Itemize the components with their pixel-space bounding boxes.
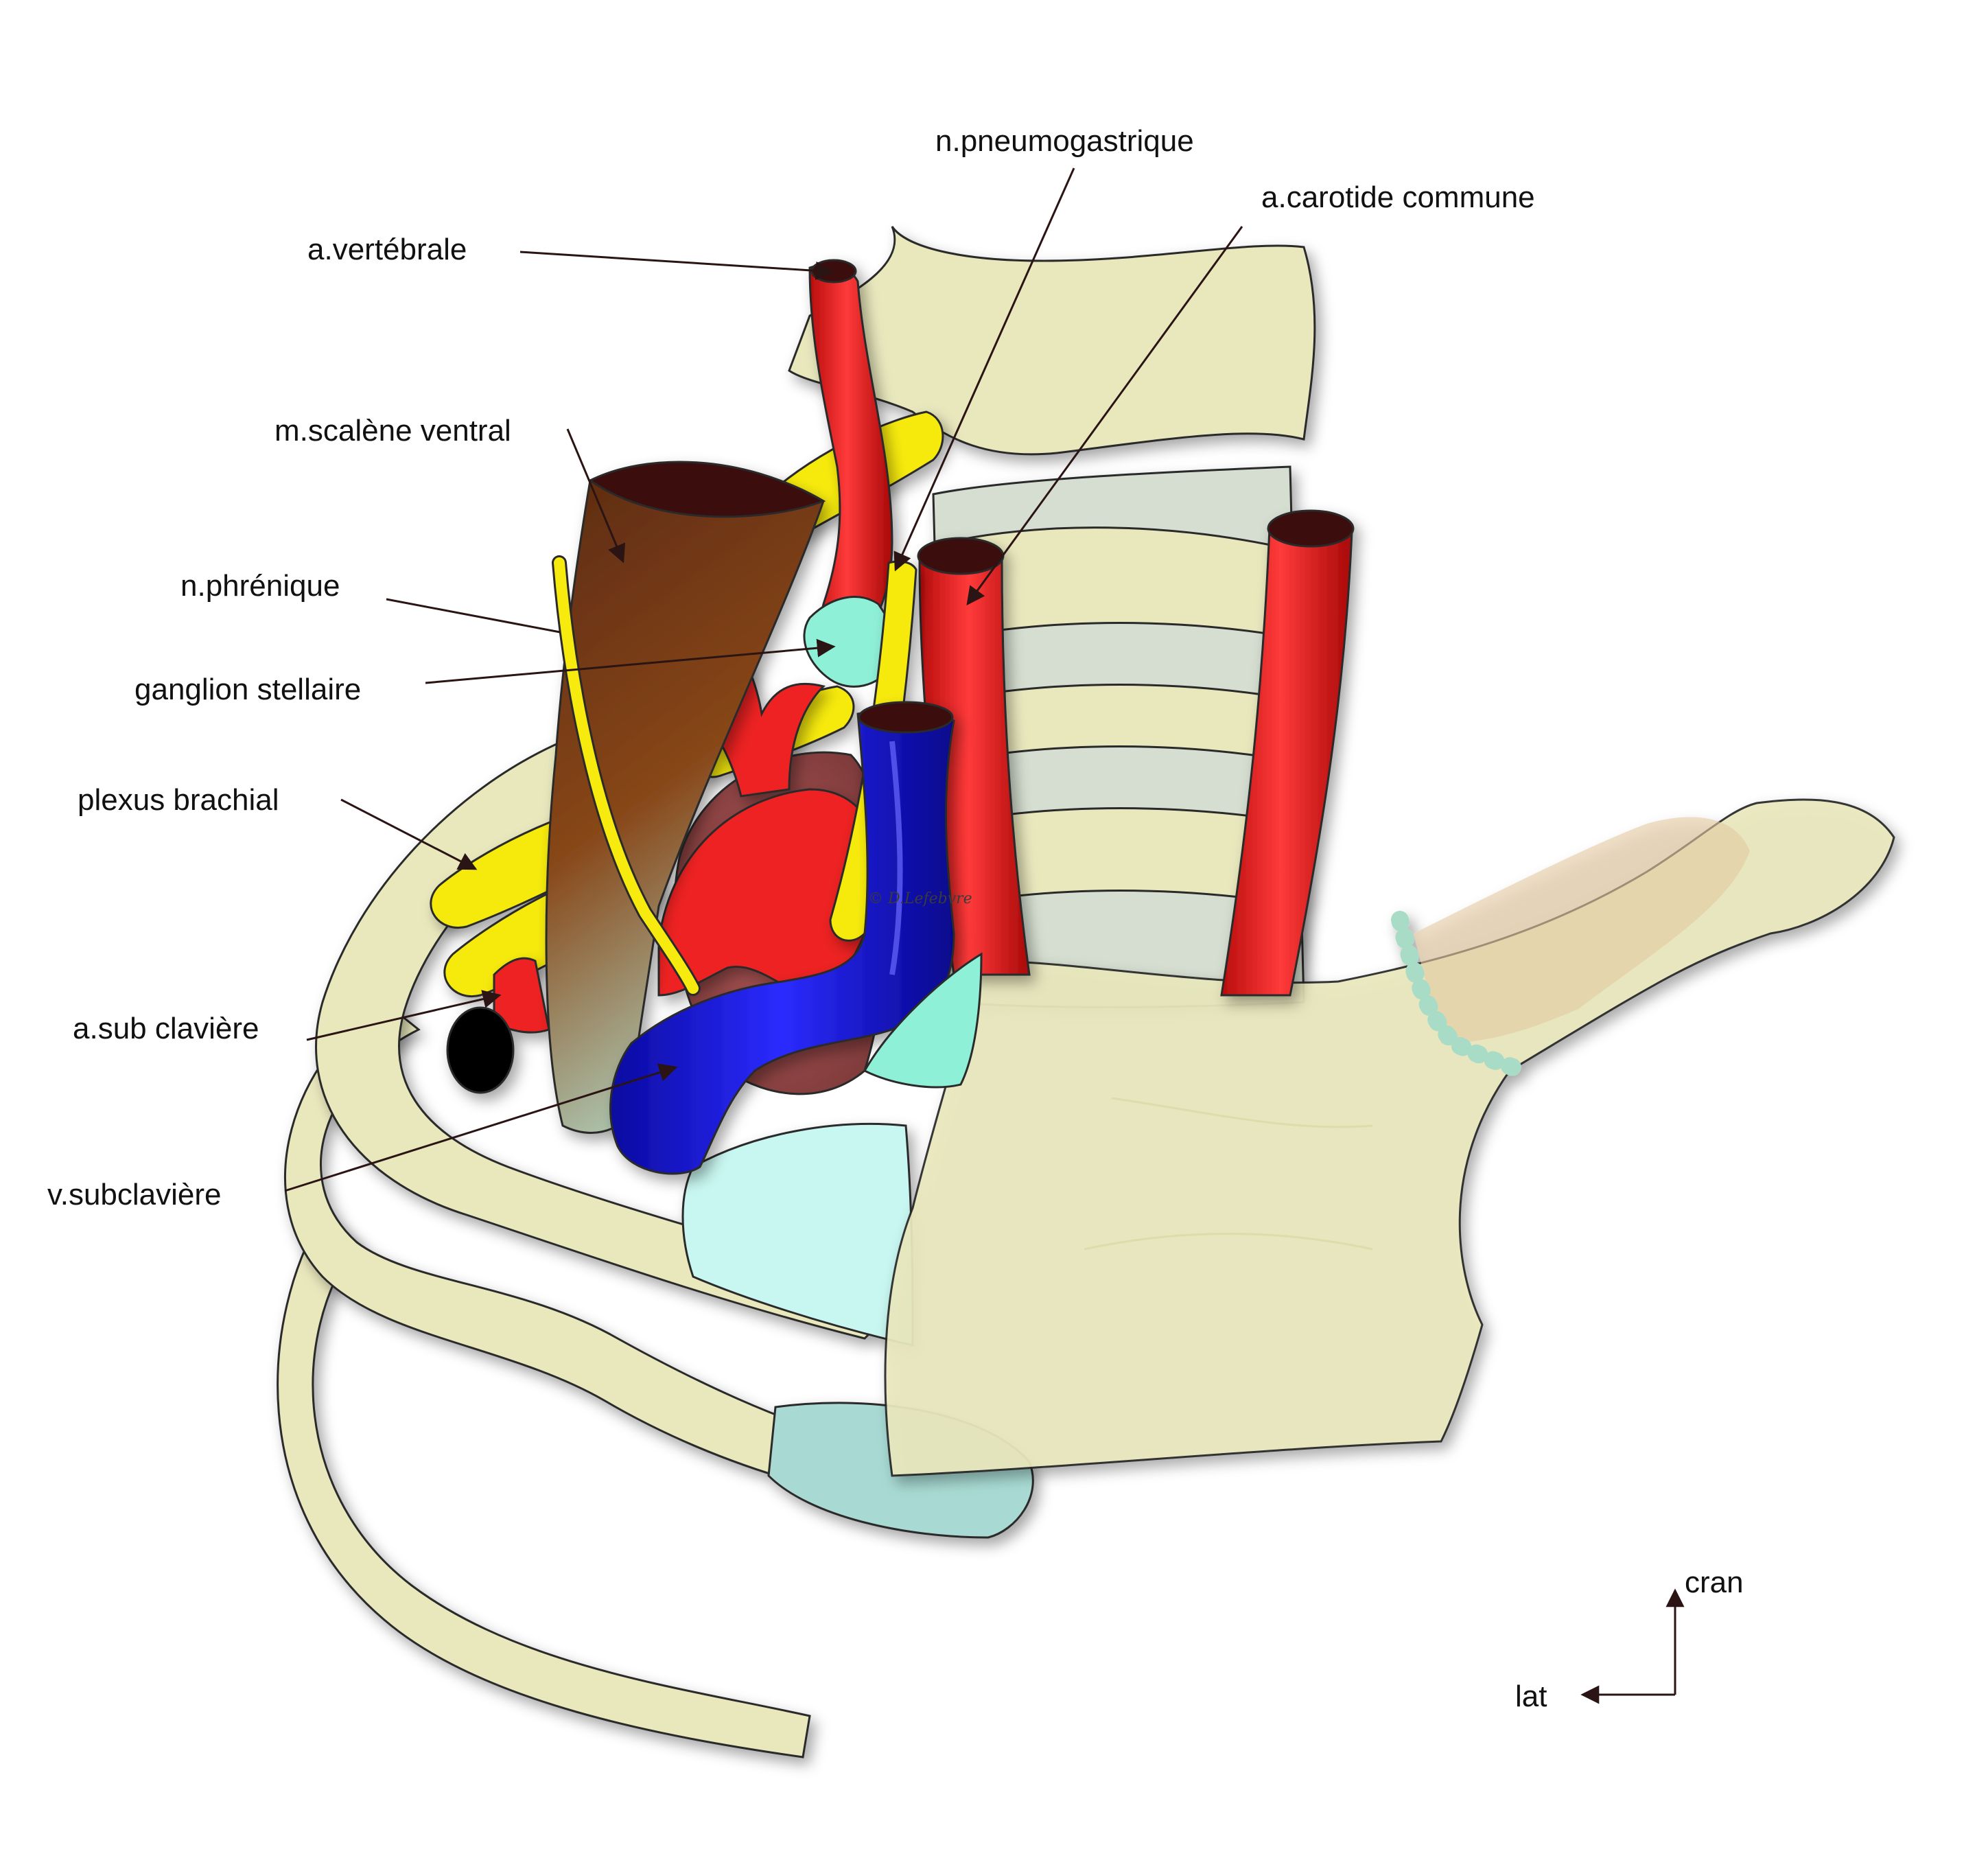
- subclavian-vein: [609, 701, 955, 1175]
- rib-lower: [277, 1213, 811, 1758]
- label-phrenic-nerve: n.phrénique: [180, 569, 340, 603]
- orientation-indicator: cran lat: [1515, 1566, 1744, 1713]
- costal-cartilage: [863, 952, 983, 1089]
- label-cranial: cran: [1685, 1566, 1744, 1599]
- label-subclavian-vein: v.subclavière: [47, 1178, 222, 1211]
- label-scalenus-anterior: m.scalène ventral: [274, 414, 511, 448]
- label-common-carotid: a.carotide commune: [1261, 181, 1535, 214]
- label-brachial-plexus: plexus brachial: [78, 783, 279, 817]
- label-vertebral-artery: a.vertébrale: [307, 233, 467, 266]
- label-subclavian-artery: a.sub clavière: [73, 1012, 259, 1045]
- common-carotid-artery-right: [1220, 509, 1355, 997]
- subclavian-artery: [446, 603, 881, 1094]
- signature-text: © D.Lefebvre: [868, 890, 972, 907]
- label-vagus-nerve: n.pneumogastrique: [935, 124, 1194, 158]
- sternum: [884, 798, 1895, 1477]
- leader-lines: [284, 167, 1243, 1192]
- label-lateral: lat: [1515, 1680, 1547, 1713]
- label-stellate-ganglion: ganglion stellaire: [135, 673, 361, 706]
- phrenic-nerve: [552, 555, 701, 996]
